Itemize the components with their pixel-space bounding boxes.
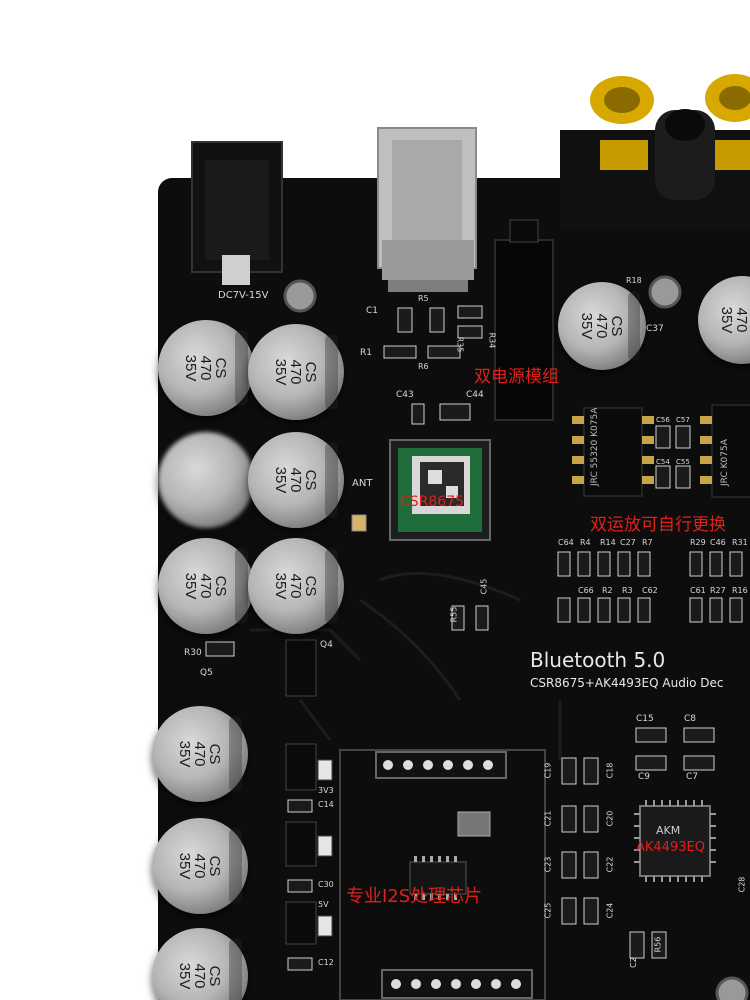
label-c24: C24: [605, 902, 615, 919]
board-title: Bluetooth 5.0: [530, 648, 666, 672]
annotation-opamp: 双运放可自行更换: [590, 515, 726, 535]
label-c64: C64: [558, 538, 574, 547]
dc-jack-label: DC7V-15V: [218, 290, 269, 301]
annotation-bluetooth-chip: CSR8675: [400, 494, 465, 510]
label-r2: R2: [602, 586, 613, 595]
usb-connector: [377, 127, 477, 292]
label-c46: C46: [710, 538, 726, 547]
label-r4: R4: [580, 538, 591, 547]
annotation-i2s: 专业I2S处理芯片: [346, 886, 483, 907]
label-c22: C22: [605, 856, 615, 873]
dc-jack: [191, 141, 283, 285]
label-r7: R7: [642, 538, 653, 547]
label-3v3: 3V3: [318, 786, 334, 795]
label-r6: R6: [418, 362, 429, 371]
label-r3: R3: [622, 586, 633, 595]
header-block: [494, 239, 554, 421]
label-5v: 5V: [318, 900, 329, 909]
label-c28: C28: [737, 876, 747, 893]
annotation-dac-chip: AK4493EQ: [636, 840, 705, 855]
board-subtitle: CSR8675+AK4493EQ Audio Dec: [530, 676, 724, 690]
label-c37: C37: [646, 324, 664, 334]
label-c44: C44: [466, 390, 484, 400]
label-c23: C23: [543, 856, 553, 873]
capacitor-blurred: [158, 432, 254, 528]
opamp-chips: [572, 404, 750, 498]
regulators: [285, 639, 333, 945]
label-c15: C15: [636, 714, 654, 724]
label-c54: C54: [656, 458, 670, 466]
label-r31: R31: [732, 538, 748, 547]
label-c21: C21: [543, 810, 553, 827]
label-c1: C1: [366, 306, 379, 316]
label-c43: C43: [396, 390, 414, 400]
rca-jacks: [560, 74, 750, 230]
label-c12: C12: [318, 958, 334, 967]
label-r14: R14: [600, 538, 616, 547]
label-c62: C62: [642, 586, 658, 595]
label-c7: C7: [686, 772, 699, 782]
label-r56: R56: [653, 936, 663, 953]
label-r16: R16: [732, 586, 748, 595]
annotation-dual-power: 双电源模组: [474, 367, 559, 387]
label-c57: C57: [676, 416, 690, 424]
label-r30: R30: [184, 648, 202, 658]
antenna-label: ANT: [352, 478, 373, 489]
mounting-holes: [283, 275, 749, 1000]
opamp-marking: JRC K075A: [720, 439, 730, 486]
dac-chip: [634, 800, 716, 882]
label-c27: C27: [620, 538, 636, 547]
label-c61: C61: [690, 586, 706, 595]
label-c55: C55: [676, 458, 690, 466]
label-c30: C30: [318, 880, 334, 889]
opamp-marking: JRC 55320 K075A: [590, 407, 600, 486]
label-c19: C19: [543, 762, 553, 779]
smd-parts: [205, 305, 743, 971]
header-pins: [383, 760, 521, 989]
label-r27: R27: [710, 586, 726, 595]
label-r29: R29: [690, 538, 706, 547]
label-q4: Q4: [320, 640, 333, 650]
label-r35: R35: [455, 336, 465, 353]
label-c8: C8: [684, 714, 697, 724]
label-r55: R55: [449, 606, 459, 623]
label-c56: C56: [656, 416, 670, 424]
label-r1: R1: [360, 348, 372, 358]
label-c14: C14: [318, 800, 334, 809]
label-q5: Q5: [200, 668, 213, 678]
label-c66: C66: [578, 586, 594, 595]
label-r34: R34: [487, 332, 497, 349]
antenna-connector: [351, 514, 367, 532]
label-r5: R5: [418, 294, 429, 303]
label-c9: C9: [638, 772, 651, 782]
label-c25: C25: [543, 902, 553, 919]
label-r18: R18: [626, 276, 642, 285]
i2s-board: [339, 749, 546, 1000]
label-c2: C2: [628, 957, 638, 968]
label-c18: C18: [605, 762, 615, 779]
dac-chip-brand: AKM: [656, 824, 681, 837]
label-c20: C20: [605, 810, 615, 827]
bluetooth-module: [389, 439, 491, 541]
label-c45: C45: [479, 578, 489, 595]
